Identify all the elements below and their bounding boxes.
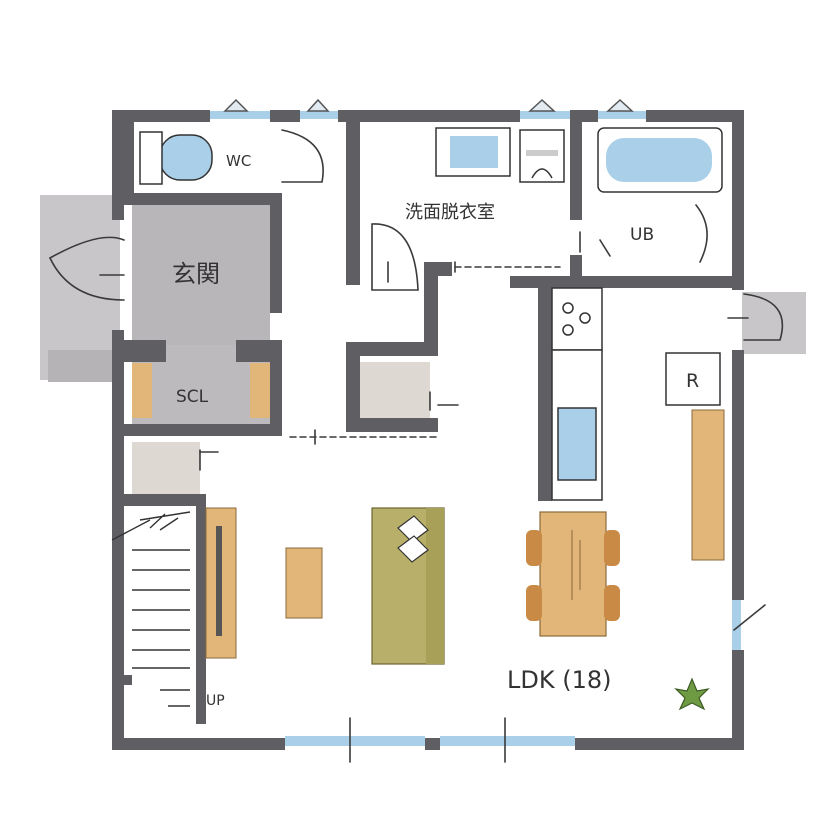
scl-shelf-left [132,363,152,418]
cupboard [691,409,725,561]
low-table [285,547,323,619]
stove [551,287,603,351]
sofa [371,507,445,665]
service-porch [742,292,806,354]
scl-shelf-right [250,363,270,418]
label-ldk: LDK (18) [507,666,611,694]
storage-closet [360,362,430,424]
bathtub [597,127,723,193]
tv-board [205,507,237,659]
entrance-floor [132,205,270,345]
toilet [139,131,213,185]
porch-step [48,350,112,382]
plant [674,677,710,711]
label-scl: SCL [176,387,209,407]
label-up: UP [206,693,225,709]
kitchen-sink [557,407,597,481]
stair-storage [132,442,200,497]
dining-set [526,511,620,637]
fridge [665,352,721,406]
wash-basin [435,127,511,177]
entrance-porch [40,195,120,380]
washing-machine [519,129,565,183]
window-marker [733,604,766,631]
label-entrance: 玄関 [172,260,220,288]
label-ub: UB [630,225,654,245]
label-washroom: 洗面脱衣室 [405,202,495,223]
label-wc: WC [226,152,251,170]
walls [112,110,744,750]
stairs [111,506,192,726]
label-fridge: R [686,370,699,392]
doors [49,129,784,763]
